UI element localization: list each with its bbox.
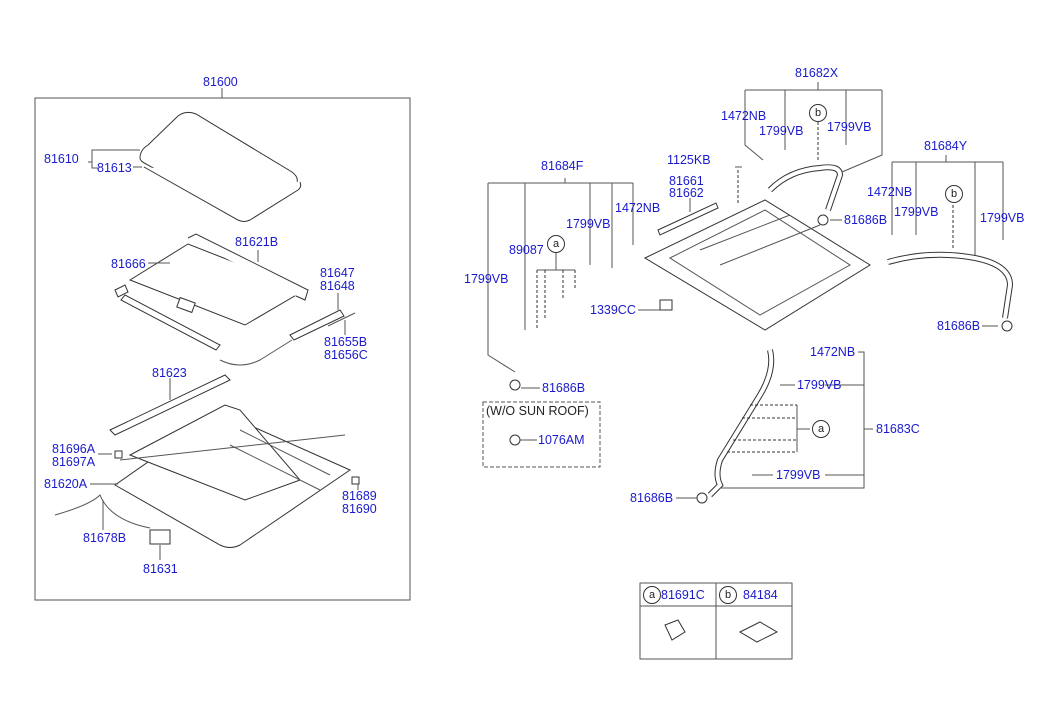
label-81631[interactable]: 81631 <box>143 562 178 576</box>
label-81684Y[interactable]: 81684Y <box>924 139 968 153</box>
label-1799VB-c-lower[interactable]: 1799VB <box>776 468 821 482</box>
wo-sunroof-title: (W/O SUN ROOF) <box>486 404 589 418</box>
ref-circle-a: a <box>547 235 565 253</box>
label-81696A[interactable]: 81696A <box>52 442 96 456</box>
label-81661[interactable]: 81661 <box>669 174 704 188</box>
label-81697A[interactable]: 81697A <box>52 455 96 469</box>
roof-frame-illustration <box>643 199 871 331</box>
legend-circle-a: a <box>643 586 661 604</box>
pad-84184-icon <box>738 621 779 643</box>
label-81689[interactable]: 81689 <box>342 489 377 503</box>
label-81655B[interactable]: 81655B <box>324 335 368 349</box>
label-1799VB-x-a[interactable]: 1799VB <box>759 124 804 138</box>
label-81686B-f[interactable]: 81686B <box>542 381 586 395</box>
label-81656C[interactable]: 81656C <box>324 348 368 362</box>
label-81647[interactable]: 81647 <box>320 266 355 280</box>
label-1125KB[interactable]: 1125KB <box>667 153 711 167</box>
slider-cable-illustration <box>219 309 356 366</box>
label-81690[interactable]: 81690 <box>342 502 377 516</box>
label-81686B-c[interactable]: 81686B <box>630 491 674 505</box>
legend-table <box>639 582 793 660</box>
label-81613[interactable]: 81613 <box>97 161 132 175</box>
label-81600[interactable]: 81600 <box>203 75 238 89</box>
sunshade-illustration <box>114 233 309 351</box>
label-1799VB-x-b[interactable]: 1799VB <box>827 120 872 134</box>
label-81686B-y[interactable]: 81686B <box>937 319 981 333</box>
label-81686B-x[interactable]: 81686B <box>844 213 888 227</box>
label-1472NB-f[interactable]: 1472NB <box>615 201 661 215</box>
legend-circle-b: b <box>719 586 737 604</box>
label-81623[interactable]: 81623 <box>152 366 187 380</box>
label-81610[interactable]: 81610 <box>44 152 79 166</box>
label-81620A[interactable]: 81620A <box>44 477 88 491</box>
label-81648[interactable]: 81648 <box>320 279 355 293</box>
label-1472NB-c[interactable]: 1472NB <box>810 345 856 359</box>
ref-circle-b: b <box>809 104 827 122</box>
label-81683C[interactable]: 81683C <box>876 422 920 436</box>
leader-81610 <box>88 149 140 163</box>
hose-81684F-illustration <box>509 260 631 391</box>
label-1799VB-c-upper[interactable]: 1799VB <box>797 378 842 392</box>
label-81662[interactable]: 81662 <box>669 186 704 200</box>
label-1799VB-y-a[interactable]: 1799VB <box>894 205 939 219</box>
wo-sunroof-box <box>482 401 601 468</box>
ref-circle-b-y: b <box>945 185 963 203</box>
label-81682X[interactable]: 81682X <box>795 66 839 80</box>
deflector-illustration <box>109 374 231 436</box>
label-1799VB-y-b[interactable]: 1799VB <box>980 211 1025 225</box>
glass-panel-illustration <box>139 111 302 222</box>
legend-label-84184[interactable]: 84184 <box>743 588 778 602</box>
hose-81683C-illustration <box>696 349 775 504</box>
label-81678B[interactable]: 81678B <box>83 531 127 545</box>
hose-81682X-illustration <box>767 164 844 226</box>
label-1799VB-f-lower[interactable]: 1799VB <box>464 272 509 286</box>
label-81666[interactable]: 81666 <box>111 257 146 271</box>
label-81684F[interactable]: 81684F <box>541 159 584 173</box>
clip-81691C-icon <box>664 619 686 641</box>
label-81621B[interactable]: 81621B <box>235 235 279 249</box>
frame-illustration <box>54 404 360 548</box>
label-1799VB-f-upper[interactable]: 1799VB <box>566 217 611 231</box>
hose-81684Y-illustration <box>887 251 1014 332</box>
legend-label-81691C[interactable]: 81691C <box>661 588 705 602</box>
label-1339CC[interactable]: 1339CC <box>590 303 636 317</box>
label-89087[interactable]: 89087 <box>509 243 544 257</box>
ref-circle-a-c: a <box>812 420 830 438</box>
label-1076AM[interactable]: 1076AM <box>538 433 585 447</box>
label-1472NB-x[interactable]: 1472NB <box>721 109 767 123</box>
label-1472NB-y[interactable]: 1472NB <box>867 185 913 199</box>
plug-icon <box>509 434 521 446</box>
